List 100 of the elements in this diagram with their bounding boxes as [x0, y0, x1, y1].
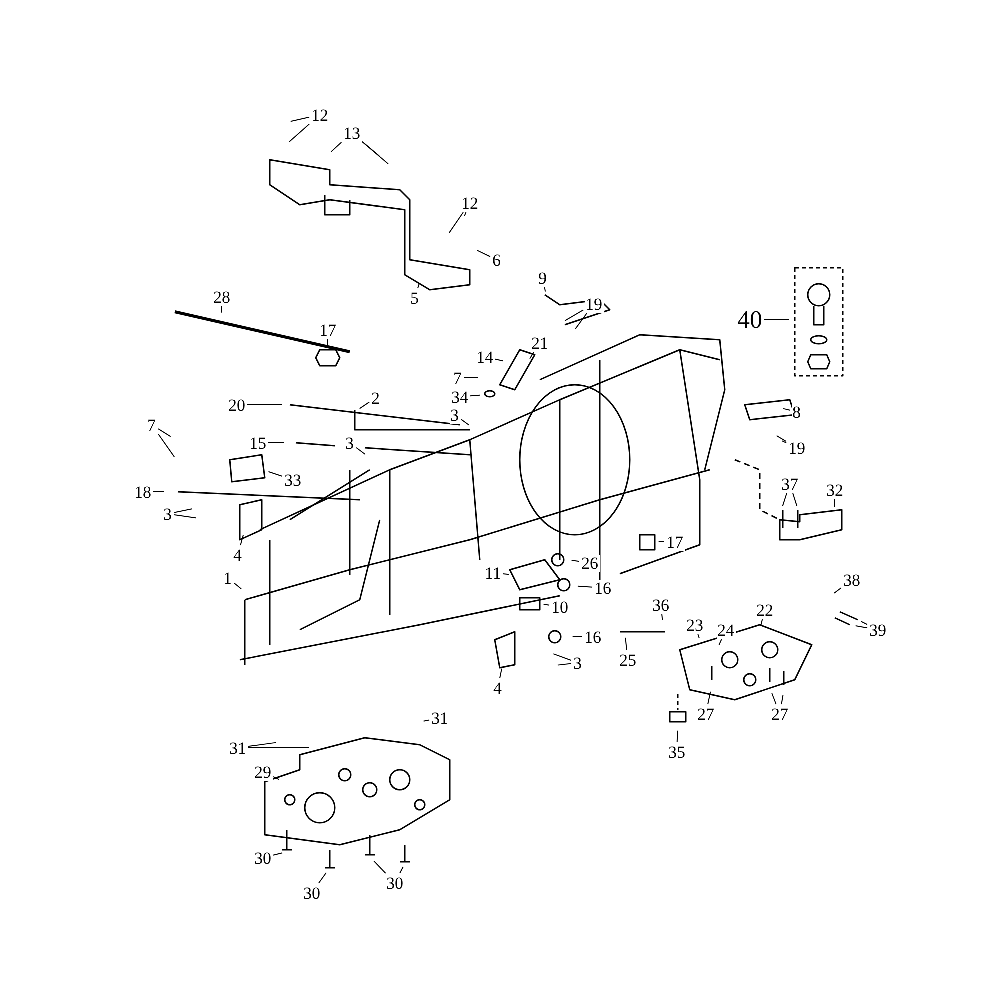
callout-number: 35: [668, 744, 686, 760]
callout-number: 29: [254, 764, 272, 780]
leader-line: [530, 352, 534, 360]
callout-number: 8: [792, 404, 802, 420]
callout-number: 27: [770, 706, 790, 722]
leader-line: [578, 586, 593, 588]
callout-number: 15: [248, 434, 268, 452]
leader-line: [268, 471, 283, 477]
callout-number: 3: [450, 406, 460, 424]
leader-line: [400, 866, 404, 874]
callout-number: 11: [484, 564, 502, 582]
callout-number: 3: [572, 654, 583, 672]
leader-line: [572, 636, 583, 638]
leader-line: [289, 124, 310, 143]
callout-number: 7: [452, 370, 463, 386]
callout-number: 16: [594, 580, 612, 596]
callout-number: 16: [584, 628, 602, 646]
leader-line: [356, 447, 366, 456]
leader-line: [676, 730, 678, 743]
leader-line: [571, 560, 580, 562]
callout-number: 20: [228, 396, 246, 414]
leader-line: [158, 434, 176, 458]
leader-line: [564, 310, 584, 322]
callout-number: 6: [492, 252, 502, 268]
callout-number: 28: [212, 288, 232, 306]
leader-line: [476, 250, 491, 258]
leader-line: [248, 742, 277, 748]
leader-line: [359, 402, 370, 410]
leader-line: [855, 626, 868, 629]
callout-number: 18: [134, 484, 152, 500]
callout-number: 32: [826, 482, 844, 498]
leader-line: [502, 574, 510, 576]
callout-number: 37: [780, 476, 800, 492]
leader-line: [290, 116, 310, 122]
leader-line: [543, 604, 550, 606]
leader-line: [698, 634, 700, 639]
leader-line: [362, 141, 380, 157]
callout-number: 7: [146, 416, 157, 434]
leader-line: [776, 435, 787, 442]
callout-number: 5: [410, 290, 420, 306]
callout-number: 9: [538, 270, 548, 286]
leader-line: [495, 358, 504, 362]
leader-line: [781, 695, 784, 705]
leader-line: [470, 394, 481, 397]
leader-line: [718, 639, 722, 646]
callout-number: 17: [318, 322, 338, 338]
leader-line: [662, 614, 664, 621]
leader-line: [834, 499, 836, 508]
leader-line: [374, 860, 386, 874]
callout-number: 26: [580, 554, 600, 572]
leader-line: [174, 508, 193, 514]
leader-line: [330, 142, 342, 152]
leader-line: [423, 720, 430, 722]
callout-number: 30: [302, 884, 322, 902]
callout-number: 12: [460, 194, 480, 212]
callout-number: 12: [310, 106, 330, 124]
callout-number: 19: [788, 440, 806, 456]
callout-number: 23: [686, 616, 704, 634]
leader-line: [240, 534, 244, 546]
callout-number: 30: [386, 874, 404, 892]
callout-number: 1: [222, 570, 233, 586]
leader-line: [772, 693, 777, 705]
leader-line: [362, 141, 389, 165]
leader-line: [860, 621, 868, 626]
leader-line: [544, 287, 546, 292]
leader-line: [783, 408, 791, 411]
leader-line: [792, 493, 798, 507]
leader-line: [448, 212, 464, 234]
callout-number: 36: [652, 596, 670, 614]
callout-number: 25: [618, 652, 638, 668]
leader-line: [782, 440, 787, 444]
leader-line: [234, 582, 242, 590]
leader-line: [553, 654, 572, 662]
leader-line: [268, 442, 284, 444]
leader-line: [708, 691, 712, 705]
leader-line: [575, 313, 588, 330]
callout-number: 2: [370, 390, 381, 406]
callout-number: 22: [756, 602, 774, 618]
leader-line: [318, 872, 327, 884]
callout-number: 4: [232, 546, 243, 564]
callout-number: 4: [492, 680, 503, 696]
leader-line: [158, 428, 172, 438]
leader-line: [834, 588, 842, 594]
callout-number: 21: [530, 334, 550, 352]
leader-line: [417, 284, 420, 289]
callout-number: 14: [476, 348, 494, 366]
callout-number: 24: [716, 622, 736, 638]
callout-number: 17: [666, 534, 684, 550]
leader-line: [174, 514, 197, 519]
callout-number: 13: [342, 124, 362, 142]
callout-number: 34: [450, 388, 470, 406]
callout-number: 31: [228, 740, 248, 756]
callout-number: 30: [254, 850, 272, 866]
callout-number: 19: [584, 296, 604, 312]
callout-number: 10: [550, 598, 570, 616]
callout-number: 39: [868, 622, 888, 638]
leader-line: [273, 852, 283, 856]
leader-line: [782, 493, 788, 507]
leader-line: [273, 776, 280, 780]
callout-number: 33: [284, 472, 302, 488]
